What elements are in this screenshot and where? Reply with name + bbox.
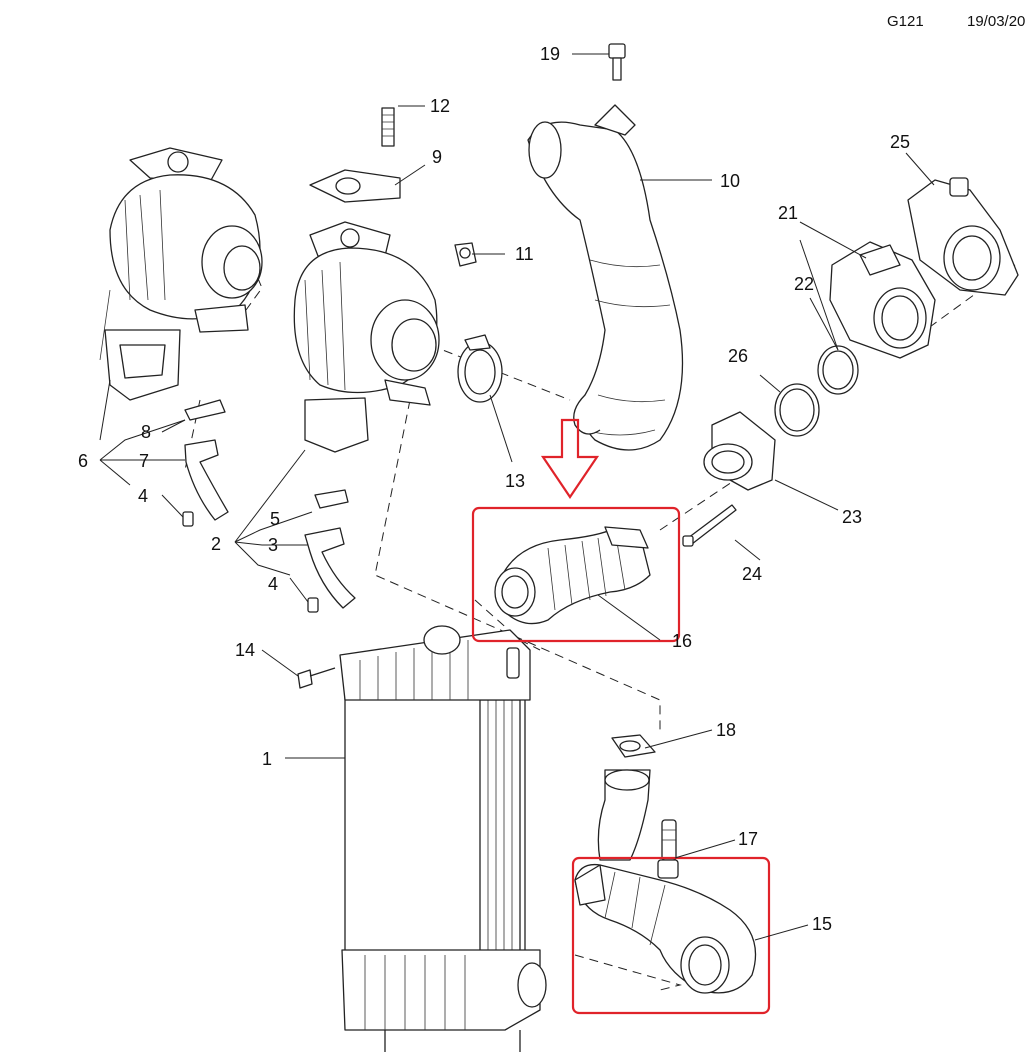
- gasket-9[interactable]: [309, 169, 401, 203]
- pipe-upper-15[interactable]: [597, 769, 651, 861]
- oil-pipe-7[interactable]: [184, 439, 229, 521]
- oil-pipe-3[interactable]: [304, 527, 356, 609]
- callout-7: 7: [139, 451, 149, 471]
- callout-21: 21: [778, 203, 798, 223]
- callout-16: 16: [672, 631, 692, 651]
- callout-labels: 19 12 9 10 25 21 22 11 26 13 23 24 16 8 …: [78, 44, 910, 934]
- flange-23[interactable]: [703, 411, 776, 491]
- clamp-13[interactable]: [457, 334, 503, 403]
- callout-3: 3: [268, 535, 278, 555]
- sensor-17[interactable]: [657, 819, 679, 879]
- pipe-10[interactable]: [527, 104, 684, 451]
- bolt-4b[interactable]: [307, 597, 319, 613]
- diagram-date: 19/03/20: [967, 13, 1025, 30]
- callout-10: 10: [720, 171, 740, 191]
- callout-6: 6: [78, 451, 88, 471]
- callout-18: 18: [716, 720, 736, 740]
- callout-13: 13: [505, 471, 525, 491]
- bolt-14[interactable]: [297, 667, 336, 689]
- o-ring-26[interactable]: [774, 383, 820, 437]
- callout-9: 9: [432, 147, 442, 167]
- callout-4b: 4: [268, 574, 278, 594]
- nut-11[interactable]: [454, 242, 477, 267]
- callout-15: 15: [812, 914, 832, 934]
- hose-16[interactable]: [494, 526, 651, 625]
- callout-24: 24: [742, 564, 762, 584]
- highlight-hose-15: [571, 856, 771, 1015]
- stud-12[interactable]: [381, 107, 395, 147]
- bracket-8[interactable]: [184, 399, 226, 421]
- intercooler-1[interactable]: [339, 625, 547, 1052]
- callout-1: 1: [262, 749, 272, 769]
- callout-14: 14: [235, 640, 255, 660]
- bolt-4a[interactable]: [182, 511, 194, 527]
- bolt-24[interactable]: [682, 504, 737, 547]
- hose-15[interactable]: [574, 863, 757, 994]
- arrow-down-icon: [540, 418, 600, 499]
- callout-11: 11: [515, 244, 534, 264]
- callout-8: 8: [141, 422, 151, 442]
- o-ring-22[interactable]: [817, 345, 859, 395]
- bracket-5[interactable]: [314, 489, 349, 509]
- leader-lines: [99, 53, 935, 941]
- callout-12: 12: [430, 96, 450, 116]
- callout-2: 2: [211, 534, 221, 554]
- callout-25: 25: [890, 132, 910, 152]
- diagram-code: G121: [887, 13, 924, 30]
- callout-4a: 4: [138, 486, 148, 506]
- callout-5: 5: [270, 509, 280, 529]
- throttle-body-21[interactable]: [829, 241, 936, 359]
- flange-18[interactable]: [611, 734, 656, 758]
- callout-22: 22: [794, 274, 814, 294]
- callout-26: 26: [728, 346, 748, 366]
- turbocharger-left[interactable]: [99, 147, 263, 401]
- turbocharger-right[interactable]: [293, 221, 440, 453]
- callout-19: 19: [540, 44, 560, 64]
- bolt-19[interactable]: [608, 43, 626, 81]
- callout-23: 23: [842, 507, 862, 527]
- highlight-hose-16: [471, 506, 681, 643]
- callout-17: 17: [738, 829, 758, 849]
- throttle-body-25[interactable]: [907, 177, 1019, 296]
